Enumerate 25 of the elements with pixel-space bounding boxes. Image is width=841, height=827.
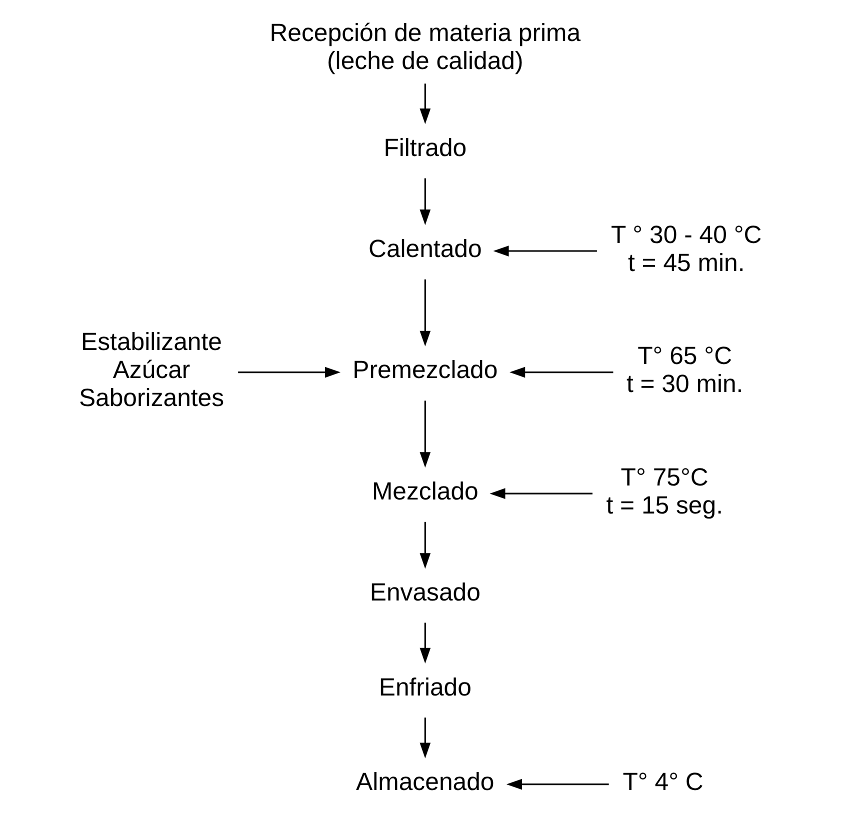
node-text: Enfriado (378, 673, 472, 702)
arrow (493, 246, 597, 256)
arrow (490, 488, 592, 500)
node-text: Envasado (370, 578, 480, 607)
node-text: Almacenado (356, 768, 494, 796)
node-text: Filtrado (384, 134, 467, 162)
arrow (420, 279, 431, 346)
node-text: Premezclado (352, 356, 498, 384)
arrow (506, 778, 609, 790)
arrow (420, 84, 431, 124)
arrow (420, 622, 431, 664)
arrow (510, 366, 614, 378)
node-text: Calentado (368, 234, 482, 263)
arrow (420, 400, 431, 468)
node-text: T° 65 °C t = 30 min. (626, 342, 744, 398)
arrow (420, 178, 431, 226)
node-text: T° 4° C (622, 768, 704, 796)
arrow (420, 718, 431, 758)
arrow (420, 522, 431, 569)
arrow (238, 366, 341, 378)
node-text: Estabilizante Azúcar Saborizantes (78, 328, 224, 412)
node-text: T ° 30 - 40 °C t = 45 min. (611, 220, 762, 277)
node-text: Mezclado (372, 477, 478, 506)
node-text: Recepción de materia prima (leche de calidad) (270, 18, 581, 75)
node-text: T° 75°C t = 15 seg. (606, 463, 724, 520)
